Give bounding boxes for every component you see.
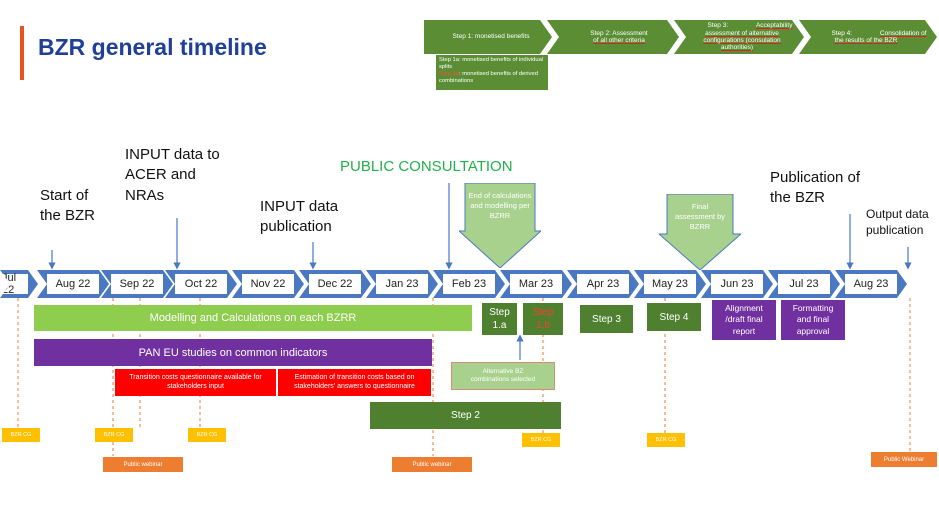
- final-assessment-callout: Final assessment by BZRR: [659, 194, 741, 270]
- month-jul-23: Jul 23: [768, 270, 840, 298]
- month-mar-23: Mar 23: [500, 270, 572, 298]
- start-annotation: Start of the BZR: [40, 187, 96, 225]
- modelling-bar: Modelling and Calculations on each BZRR: [34, 305, 472, 331]
- alt-bz-combinations: Alternative BZ combinations selected: [451, 362, 555, 390]
- month-dec-22: Dec 22: [299, 270, 371, 298]
- step-3-bar: Step 3: [580, 305, 633, 333]
- month-aug-22: Aug 22: [37, 270, 109, 298]
- step-1a-bar: Step 1.a: [482, 303, 517, 335]
- step-3-label: Step 3: Acceptability assessment of alte…: [703, 22, 793, 52]
- substep-1a: Step 1a: monetised benefits of individua…: [439, 57, 544, 70]
- end-calc-text: End of calculations and modelling per BZ…: [468, 191, 532, 220]
- step-4-label: Step 4: Consolidation of the results of …: [831, 29, 927, 44]
- public-webinar-tag: Public Webinar: [871, 452, 937, 467]
- step-2-label: Step 2: Assessment of all other criteria: [590, 29, 648, 44]
- step-4-bar: Step 4: [647, 303, 701, 331]
- step-1-label: Step 1: monetised benefits: [452, 33, 530, 41]
- month-oct-22: Oct 22: [165, 270, 237, 298]
- month-nov-22: Nov 22: [232, 270, 304, 298]
- public-webinar-tag: Public webinar: [103, 457, 183, 472]
- step-3-chevron: Step 3: Acceptability assessment of alte…: [674, 20, 804, 54]
- step-2-chevron: Step 2: Assessment of all other criteria: [547, 20, 679, 54]
- month-feb-23: Feb 23: [433, 270, 505, 298]
- transition-estimation-bar: Estimation of transition costs based on …: [278, 369, 431, 396]
- public-consultation-annotation: PUBLIC CONSULTATION: [340, 158, 513, 175]
- page-title: BZR general timeline: [38, 34, 267, 60]
- month-apr-23: Apr 23: [567, 270, 639, 298]
- substep-1b: Step 1b: monetised benefits of derived c…: [439, 70, 538, 84]
- bzr-cg-tag: BZR CG: [522, 433, 560, 447]
- publication-bzr-annotation: Publication of the BZR: [770, 169, 861, 207]
- title-accent-bar: [20, 26, 24, 80]
- month-jan-23: Jan 23: [366, 270, 438, 298]
- month-may-23: May 23: [634, 270, 706, 298]
- end-calc-callout: End of calculations and modelling per BZ…: [459, 183, 541, 268]
- input-publication-annotation: INPUT data publication: [260, 198, 339, 236]
- step-2-bar: Step 2: [370, 402, 561, 429]
- formatting-bar: Formatting and final approval: [781, 300, 845, 340]
- substeps-box: Step 1a: monetised benefits of individua…: [436, 55, 548, 90]
- month-sep-22: Sep 22: [101, 270, 173, 298]
- public-webinar-tag: Public webinar: [392, 457, 472, 472]
- bzr-cg-tag: BZR CG: [188, 428, 226, 442]
- step-1b-bar: Step 1.b: [523, 303, 563, 335]
- step-1-chevron: Step 1: monetised benefits: [424, 20, 552, 54]
- input-acer-annotation: INPUT data to ACER and NRAs: [125, 146, 220, 204]
- pan-eu-bar: PAN EU studies on common indicators: [34, 339, 432, 366]
- transition-questionnaire-bar: Transition costs questionnaire available…: [115, 369, 276, 396]
- output-publication-annotation: Output data publication: [866, 207, 929, 238]
- bzr-cg-tag: BZR CG: [2, 428, 40, 442]
- final-assessment-text: Final assessment by BZRR: [674, 202, 726, 231]
- alignment-bar: Alignment /draft final report: [712, 300, 776, 340]
- bzr-cg-tag: BZR CG: [647, 433, 685, 447]
- month-jun-23: Jun 23: [701, 270, 773, 298]
- step-4-chevron: Step 4: Consolidation of the results of …: [799, 20, 937, 54]
- month-aug-23: Aug 23: [835, 270, 907, 298]
- bzr-cg-tag: BZR CG: [95, 428, 133, 442]
